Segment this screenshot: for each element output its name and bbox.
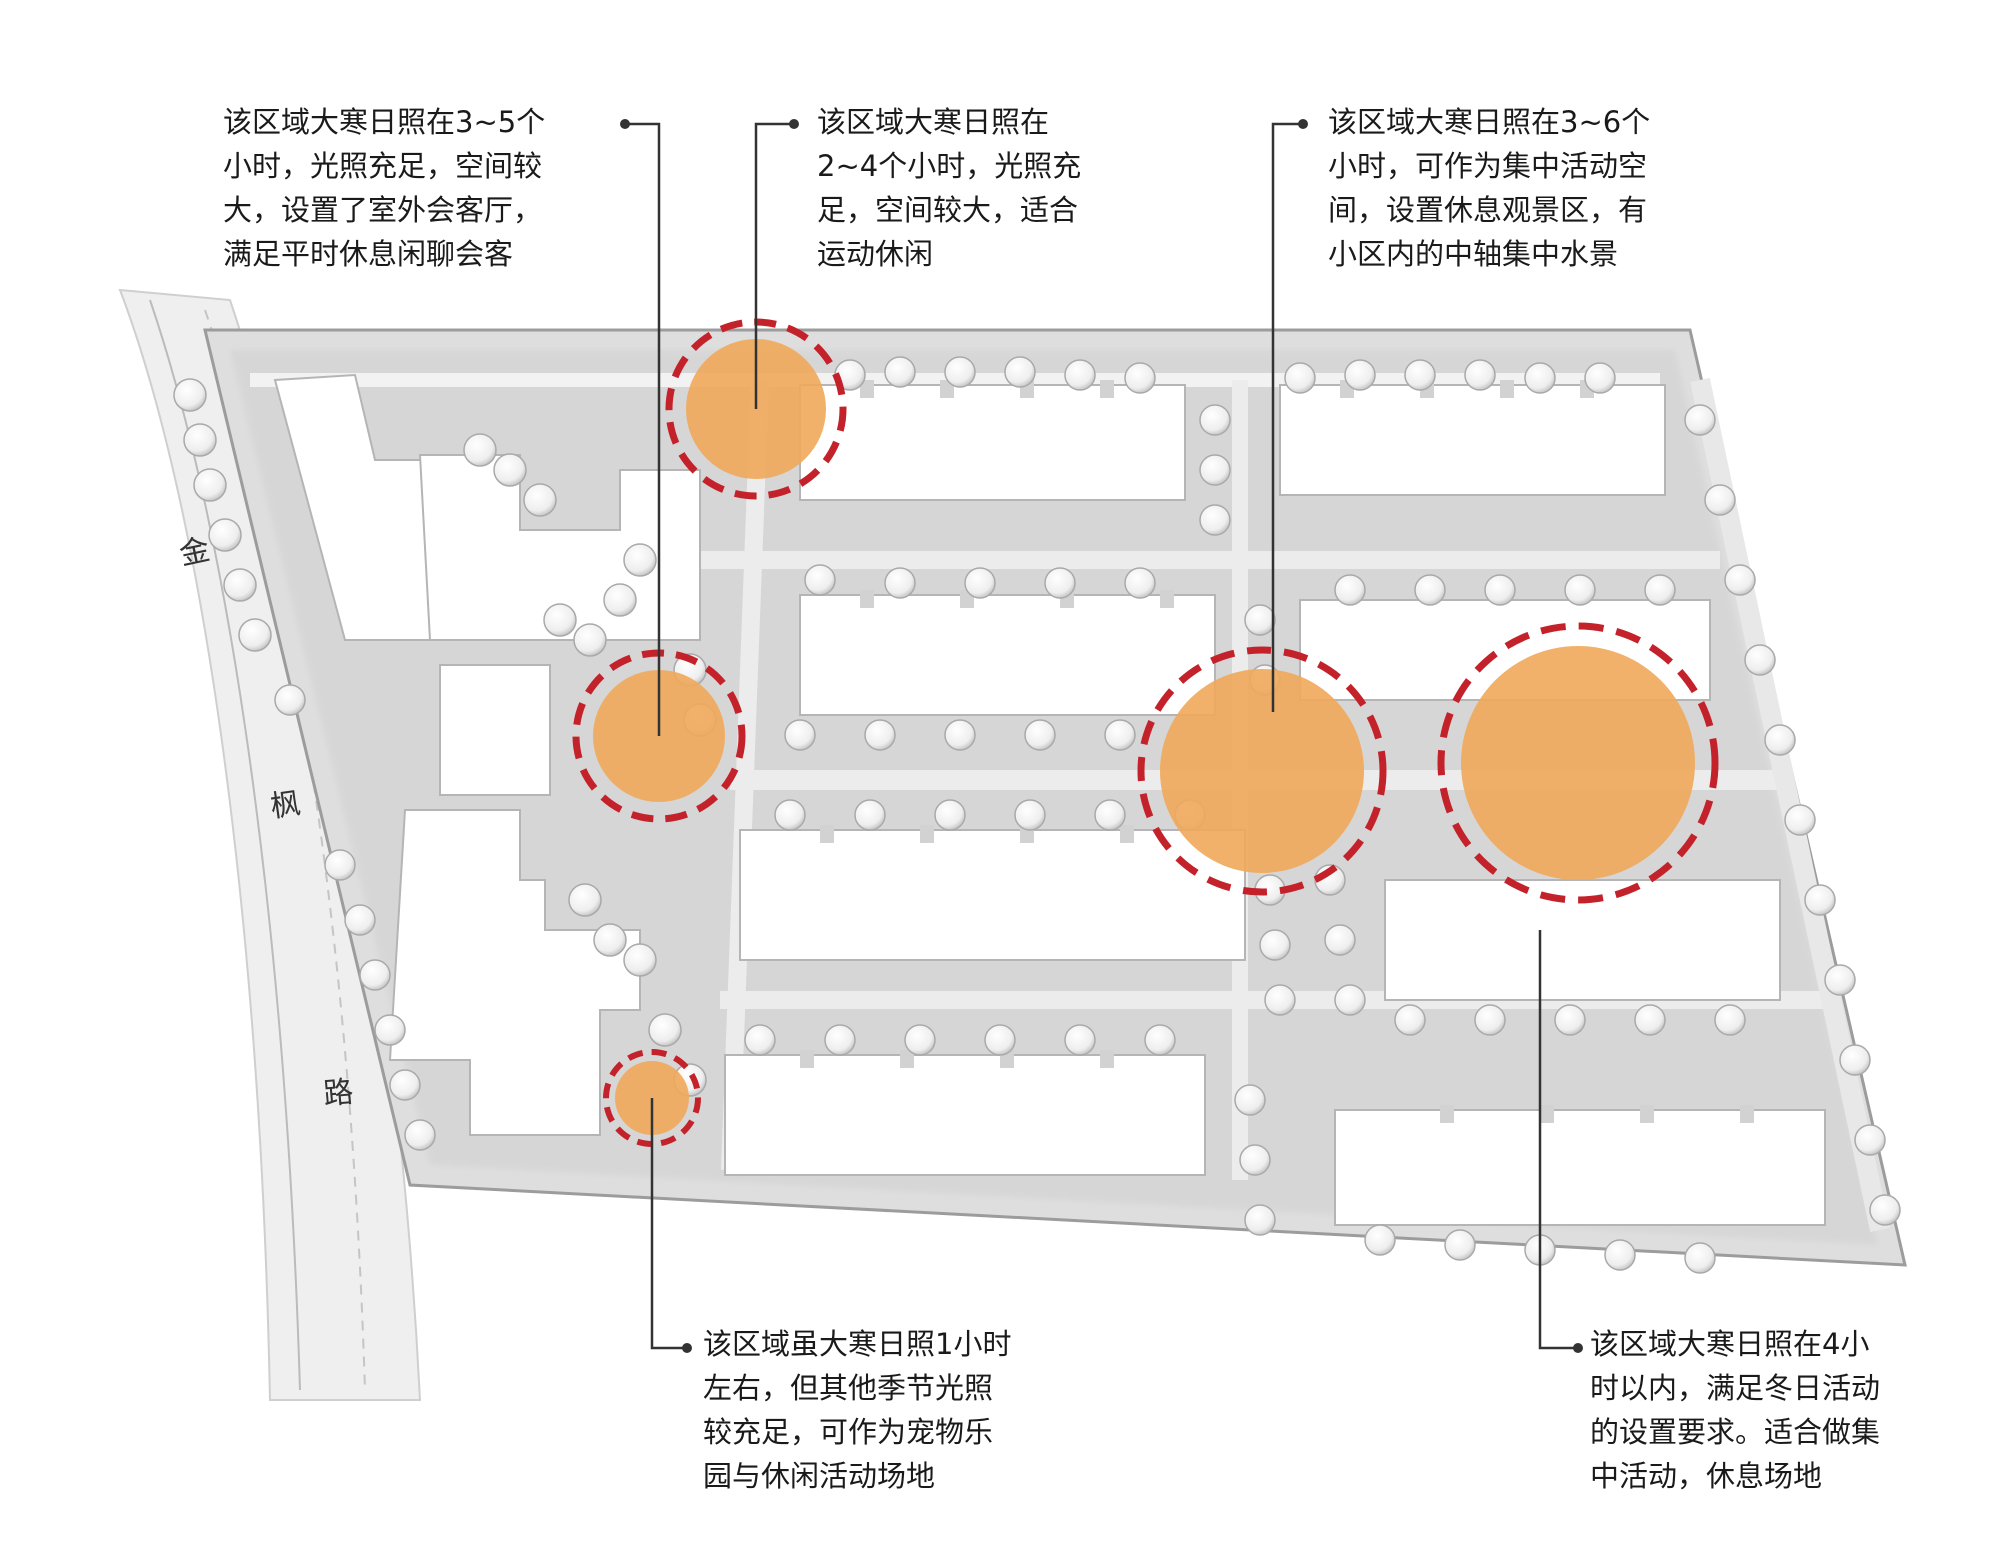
road-label-char-3: 路: [321, 1074, 355, 1113]
leader-lines: [625, 122, 1578, 1350]
building-notches: [800, 380, 1754, 1123]
callout-area-north: 该区域大寒日照在 2~4个小时，光照充 足，空间较大，适合 运动休闲: [817, 105, 1082, 271]
zone-central: [1137, 646, 1387, 896]
callout-area-central: 该区域大寒日照在3~6个 小时，可作为集中活动空 间，设置休息观景区，有 小区内…: [1328, 105, 1651, 271]
callout-area-west-north: 该区域大寒日照在3~5个 小时，光照充足，空间较 大，设置了室外会客厅， 满足平…: [223, 105, 546, 271]
zone-east: [1437, 622, 1719, 904]
leader-dots: [620, 119, 1583, 1353]
road-label-char-2: 枫: [268, 786, 303, 825]
callout-area-east: 该区域大寒日照在4小 时以内，满足冬日活动 的设置要求。适合做集 中活动，休息场…: [1590, 1327, 1881, 1493]
callout-area-south-west: 该区域虽大寒日照1小时 左右，但其他季节光照 较充足，可作为宠物乐 园与休闲活动…: [703, 1327, 1012, 1493]
